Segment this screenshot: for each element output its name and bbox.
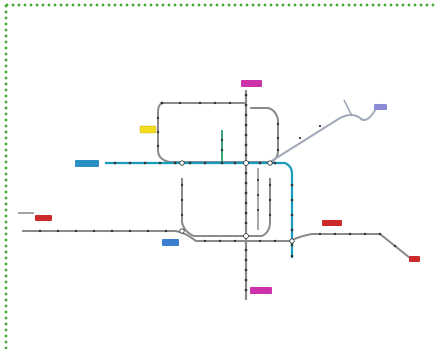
northeast-terminal-badge [374, 104, 387, 110]
dotted-frame-top [4, 3, 436, 7]
blue-east-west-line [105, 161, 294, 258]
southwest-blue-terminal-badge [162, 239, 179, 246]
lower-loop-line [181, 178, 271, 237]
loop-west-terminal-badge [139, 125, 157, 134]
terminal-badges [35, 80, 420, 294]
blue-west-terminal-badge [75, 160, 99, 167]
dotted-frame-left [4, 3, 8, 349]
loop-line [157, 102, 279, 163]
northeast-branch [343, 99, 353, 117]
east-red-terminal-badge [322, 220, 342, 226]
south-terminal-badge [250, 287, 272, 294]
far-east-terminal-badge [409, 256, 420, 262]
far-west-terminal-badge [35, 215, 52, 221]
north-terminal-badge [241, 80, 262, 87]
interchange-stations [179, 160, 295, 244]
northeast-line [269, 103, 379, 163]
stations [38, 93, 397, 292]
